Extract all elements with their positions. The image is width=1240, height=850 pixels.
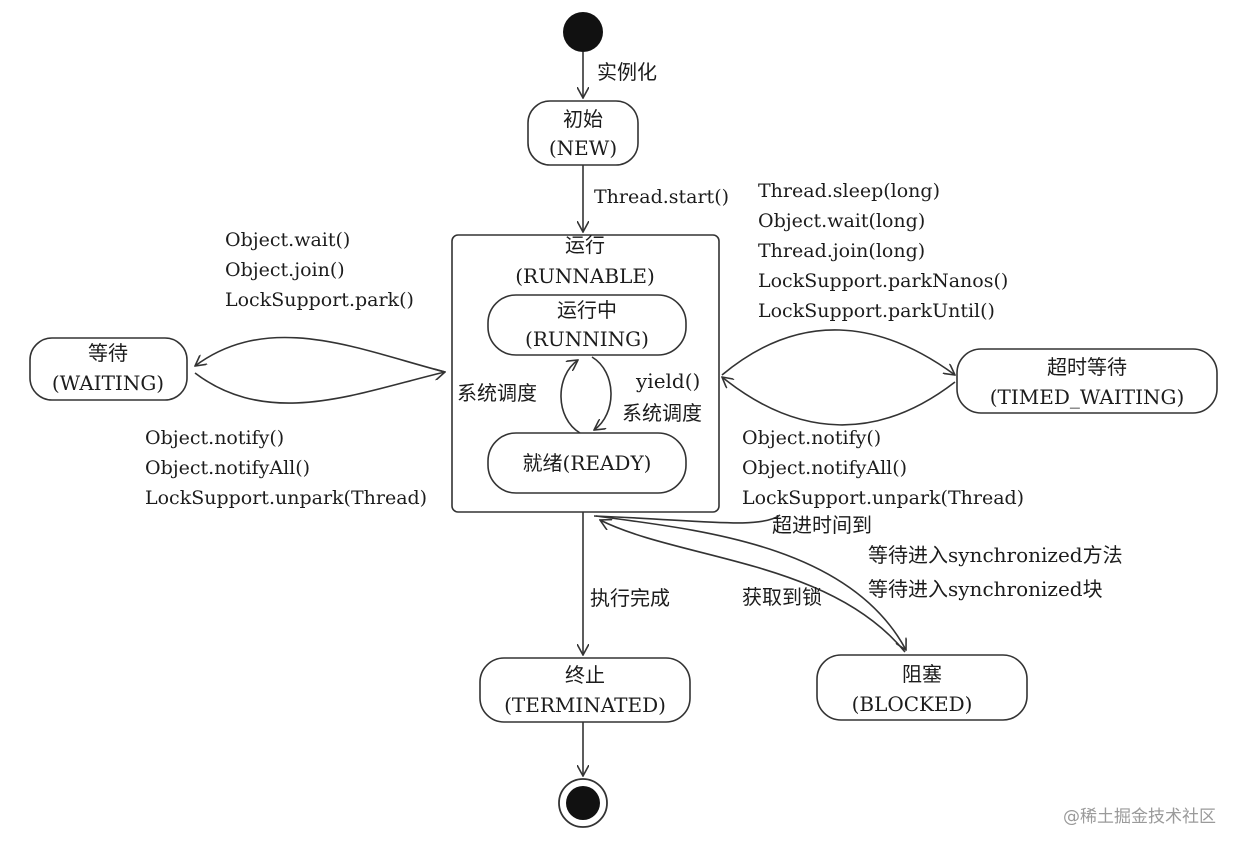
acquire-lock-arrow [600,520,906,653]
to-waiting-labels: Object.wait() Object.join() LockSupport.… [225,229,414,311]
state-timed-waiting-code: (TIMED_WAITING) [990,385,1185,409]
state-waiting-code: (WAITING) [52,371,164,395]
from-timed-waiting-label: Object.notifyAll() [742,457,907,479]
to-blocked-label: 等待进入synchronized块 [868,577,1103,601]
state-running: 运行中 (RUNNING) [487,294,687,356]
watermark: @稀土掘金技术社区 [1063,807,1216,827]
state-running-name: 运行中 [557,298,617,322]
yield-label: yield() [635,369,700,393]
schedule-down-arrow [591,356,612,430]
from-waiting-label: Object.notifyAll() [145,457,310,479]
schedule-up-arrow [560,360,581,434]
to-timed-waiting-label: LockSupport.parkNanos() [758,270,1008,292]
state-running-code: (RUNNING) [525,327,649,351]
state-terminated-name: 终止 [565,663,605,687]
state-runnable-name: 运行 [565,233,605,257]
state-blocked-code: (BLOCKED) [852,692,973,716]
to-blocked-arrow [595,515,906,650]
state-ready: 就绪(READY) [487,432,687,494]
from-waiting-label: Object.notify() [145,427,284,449]
from-waiting-arrow [194,372,445,404]
state-ready-label: 就绪(READY) [523,451,652,475]
state-waiting: 等待 (WAITING) [29,337,188,401]
from-timed-waiting-labels: Object.notify() Object.notifyAll() LockS… [742,427,1024,509]
timeout-arrow [593,514,781,524]
to-waiting-label: Object.join() [225,259,345,281]
to-waiting-label: LockSupport.park() [225,289,414,311]
to-timed-waiting-arrow [721,329,955,375]
to-timed-waiting-label: Object.wait(long) [758,210,925,232]
state-blocked: 阻塞 (BLOCKED) [816,654,1028,721]
state-new-code: (NEW) [549,136,617,160]
from-waiting-labels: Object.notify() Object.notifyAll() LockS… [145,427,427,509]
state-runnable-code: (RUNNABLE) [515,264,655,288]
timeout-label: 超进时间到 [772,513,872,537]
state-terminated-code: (TERMINATED) [504,693,666,717]
instantiate-label: 实例化 [597,60,657,84]
to-waiting-label: Object.wait() [225,229,350,251]
finish-label: 执行完成 [590,586,670,610]
schedule-left-label: 系统调度 [457,381,537,405]
from-waiting-label: LockSupport.unpark(Thread) [145,487,427,509]
acquire-lock-label: 获取到锁 [742,585,822,609]
state-timed-waiting: 超时等待 (TIMED_WAITING) [956,348,1218,414]
to-blocked-labels: 等待进入synchronized方法 等待进入synchronized块 [868,543,1123,601]
end-node [558,778,608,828]
to-timed-waiting-label: Thread.join(long) [758,240,925,262]
to-timed-waiting-label: LockSupport.parkUntil() [758,300,995,322]
start-node [563,12,603,52]
to-timed-waiting-label: Thread.sleep(long) [758,180,940,202]
schedule-right-label: 系统调度 [622,401,702,425]
state-timed-waiting-name: 超时等待 [1047,355,1127,379]
to-timed-waiting-labels: Thread.sleep(long) Object.wait(long) Thr… [758,180,1008,322]
from-timed-waiting-label: Object.notify() [742,427,881,449]
to-waiting-arrow [195,336,446,373]
to-blocked-label: 等待进入synchronized方法 [868,543,1123,567]
state-blocked-name: 阻塞 [902,662,942,686]
state-new-name: 初始 [563,107,603,131]
from-timed-waiting-label: LockSupport.unpark(Thread) [742,487,1024,509]
from-timed-waiting-arrow [722,377,956,426]
state-terminated: 终止 (TERMINATED) [479,657,691,723]
state-new: 初始 (NEW) [527,100,639,166]
state-waiting-name: 等待 [88,341,128,365]
start-label: Thread.start() [594,186,729,208]
